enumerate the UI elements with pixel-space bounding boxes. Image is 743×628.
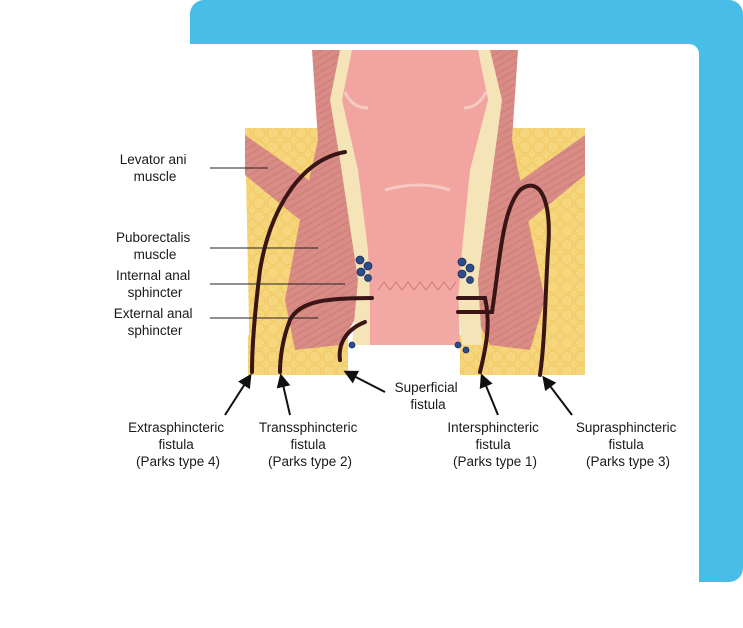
arrow-extrasphincteric (224, 373, 252, 416)
label-external-sphincter: External anal sphincter (114, 306, 197, 338)
label-suprasphincteric-fistula: Suprasphincteric fistula (Parks type 3) (576, 420, 680, 469)
mucosal-fold (384, 183, 451, 192)
arrow-suprasphincteric (542, 375, 573, 416)
label-extrasphincteric-fistula: Extrasphincteric fistula (Parks type 4) (128, 420, 228, 469)
mucosal-fold (463, 91, 488, 110)
arrow-superficial (343, 370, 386, 393)
label-transsphincteric-fistula: Transsphincteric fistula (Parks type 2) (259, 420, 361, 469)
label-puborectalis: Puborectalis muscle (116, 230, 194, 262)
arrow-transsphincteric (276, 373, 291, 416)
transsphincteric-tract (278, 296, 374, 374)
arrow-intersphincteric (479, 373, 499, 416)
mucosal-fold (343, 91, 369, 110)
intersphincteric-tract (456, 296, 490, 374)
rectal-lumen (342, 50, 488, 345)
label-intersphincteric-fistula: Intersphincteric fistula (Parks type 1) (447, 420, 542, 469)
suprasphincteric-tract (456, 183, 551, 377)
dentate-line (377, 281, 457, 291)
label-internal-sphincter: Internal anal sphincter (116, 268, 194, 300)
label-superficial-fistula: Superficial fistula (395, 380, 462, 412)
extrasphincteric-tract (250, 150, 347, 374)
label-levator-ani: Levator ani muscle (120, 152, 191, 184)
anal-glands (348, 255, 475, 354)
anal-canal (372, 282, 460, 345)
superficial-tract (337, 320, 367, 362)
